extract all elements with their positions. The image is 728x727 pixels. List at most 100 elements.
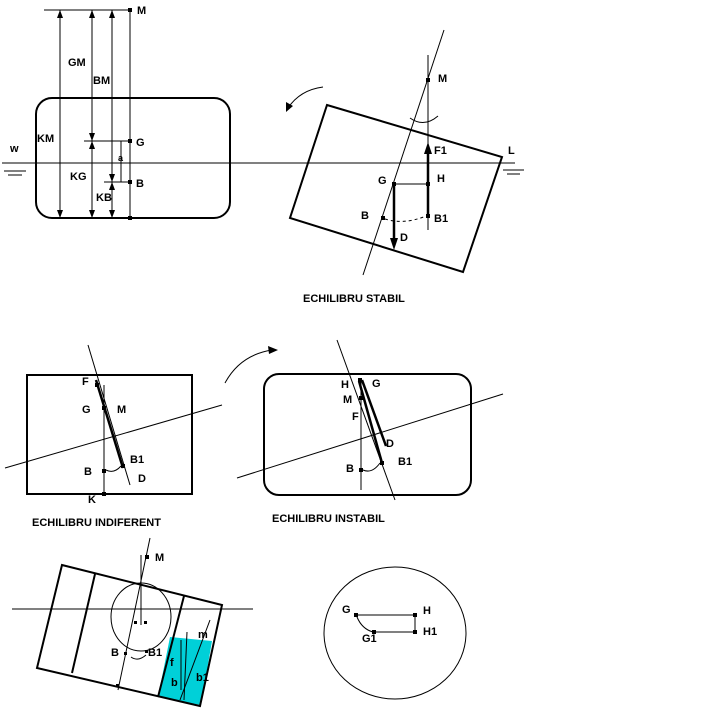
label-g-stable: G — [378, 175, 387, 187]
panel-neutral-equilibrium: F G M B B1 D K ECHILIBRU INDIFERENT — [4, 344, 223, 529]
point-b — [128, 180, 132, 184]
label-g-unstable: G — [372, 378, 381, 390]
point-b-unstable — [359, 468, 363, 472]
point-b1-section — [145, 650, 148, 653]
label-g-detail: G — [342, 604, 351, 616]
arrow-kb-bottom — [109, 210, 115, 218]
panel-upright-hull: M GM BM KM G a KG B KB w — [2, 5, 300, 220]
point-h-unstable — [358, 378, 362, 382]
point-b-neutral — [102, 469, 106, 473]
label-b: B — [136, 178, 144, 190]
arrow-kb-top — [109, 182, 115, 190]
inclined-line-section — [117, 537, 151, 691]
panel-unstable-equilibrium: H G M F D B B1 ECHILIBRU INSTABIL — [236, 339, 504, 525]
panel-heeled-hull-section: M m B B1 f b b1 — [12, 537, 253, 708]
b-b1-shift — [384, 215, 427, 222]
wedge-thin-line — [183, 631, 188, 701]
label-b1-stable: B1 — [434, 213, 448, 225]
label-m-stable: M — [438, 73, 447, 85]
label-gm: GM — [68, 57, 86, 69]
label-b1-small: b1 — [196, 672, 209, 684]
thick-line-unstable-2 — [360, 379, 388, 447]
b-b1-shift-unstable — [362, 462, 381, 472]
label-b-stable: B — [361, 210, 369, 222]
label-g-neutral: G — [82, 404, 91, 416]
arrow-bm-bottom — [109, 174, 115, 182]
label-d-stable: D — [400, 232, 408, 244]
label-h1-detail: H1 — [423, 626, 437, 638]
point-k-neutral — [102, 492, 106, 496]
hull-upright — [35, 97, 231, 219]
arrow-km-top — [57, 10, 63, 18]
label-h-detail: H — [423, 605, 431, 617]
bulkhead-left — [71, 573, 96, 674]
point-h-stable — [426, 182, 430, 186]
label-g: G — [136, 137, 145, 149]
arrow-kg-bottom — [89, 210, 95, 218]
point-g-detail — [354, 613, 358, 617]
point-centre-1 — [134, 621, 137, 624]
force-d-head — [390, 238, 398, 250]
thick-line-neutral — [94, 379, 125, 469]
point-g-stable — [392, 182, 396, 186]
label-m-section: M — [155, 552, 164, 564]
thick-line-unstable-1 — [357, 380, 384, 464]
hull-unstable — [263, 373, 472, 496]
label-b-section: B — [111, 647, 119, 659]
point-centre-2 — [144, 621, 147, 624]
panel-stable-equilibrium: M F1 L G H B B1 D ECHILIBRU STABIL — [228, 29, 524, 305]
label-b-neutral: B — [84, 466, 92, 478]
label-b1-unstable: B1 — [398, 456, 412, 468]
inclined-line-neutral — [87, 344, 131, 486]
panel-ellipse-detail: G H G1 H1 — [323, 566, 467, 700]
point-m-unstable — [359, 396, 363, 400]
label-b-unstable: B — [346, 463, 354, 475]
label-b1-neutral: B1 — [130, 454, 144, 466]
waterline-unstable — [236, 393, 504, 479]
point-f-neutral — [95, 383, 99, 387]
point-h-detail — [413, 613, 417, 617]
label-m: M — [137, 5, 146, 17]
point-gm-neutral — [102, 406, 106, 410]
point-k — [128, 216, 132, 220]
inclined-line-unstable — [336, 339, 396, 501]
label-l: L — [508, 145, 515, 157]
b-b1-shift-section — [130, 654, 147, 660]
hull-neutral — [26, 374, 193, 495]
label-kg: KG — [70, 171, 87, 183]
g-g1-shift — [356, 616, 374, 633]
point-k-section — [116, 684, 119, 687]
rotation-arrow-stable — [287, 86, 324, 109]
label-m-small: m — [198, 629, 208, 641]
point-h1-detail — [413, 630, 417, 634]
label-h-stable: H — [437, 173, 445, 185]
point-b-section — [124, 652, 127, 655]
b-b1-shift-neutral — [105, 465, 122, 472]
point-g — [128, 139, 132, 143]
point-b-stable — [381, 216, 385, 220]
force-f1-head — [424, 142, 432, 154]
arrow-km-bottom — [57, 210, 63, 218]
point-b1-neutral — [121, 464, 125, 468]
label-f-neutral: F — [82, 376, 89, 388]
rotation-arrow-head-stable — [286, 102, 293, 112]
point-m — [128, 8, 132, 12]
label-f-small: f — [170, 657, 174, 669]
hull-heeled-stable — [288, 103, 504, 274]
label-d-unstable: D — [386, 438, 394, 450]
arrow-gm-bottom — [89, 133, 95, 141]
rotation-arrow-head-middle — [268, 346, 278, 354]
caption-unstable: ECHILIBRU INSTABIL — [272, 513, 385, 525]
point-b1-stable — [426, 214, 430, 218]
label-f-unstable: F — [352, 411, 359, 423]
arrow-kg-top — [89, 141, 95, 149]
bulkhead-right — [157, 595, 185, 698]
rotation-arrow-middle — [224, 349, 273, 384]
label-h-unstable: H — [341, 379, 349, 391]
point-m-stable — [426, 78, 430, 82]
label-bm: BM — [93, 75, 110, 87]
label-a: a — [118, 153, 124, 163]
label-f1: F1 — [434, 145, 447, 157]
label-w: w — [9, 143, 19, 155]
